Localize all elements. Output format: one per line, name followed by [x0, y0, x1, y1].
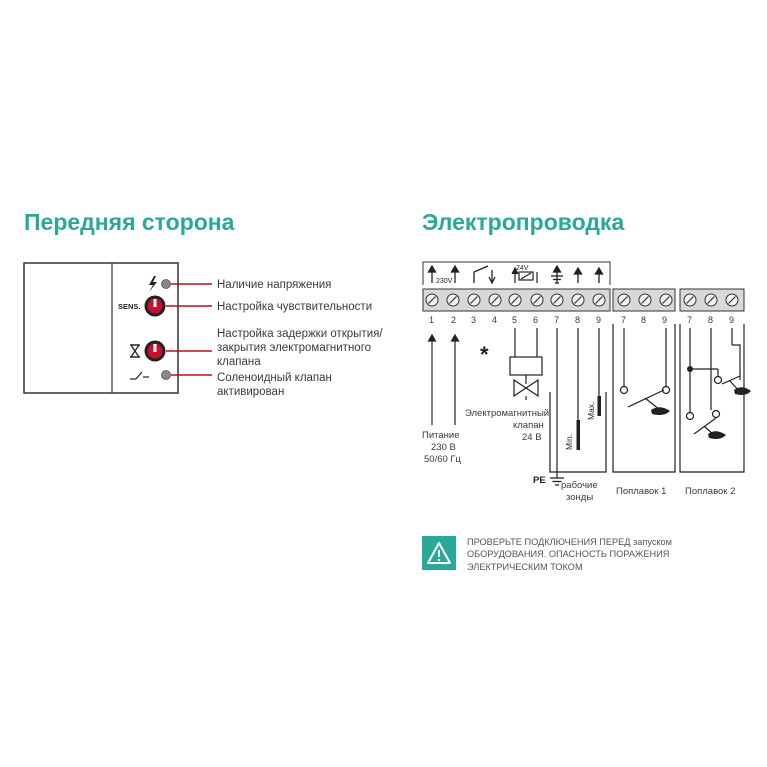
screw-slot: [728, 296, 736, 304]
switch-contact-icon: [130, 371, 149, 380]
label-solenoid-line2: активирован: [217, 386, 284, 398]
warning-triangle-icon: [422, 536, 456, 570]
pe-label: PE: [533, 475, 546, 486]
wiring-title: Электропроводка: [422, 209, 625, 235]
float2-upper-icon: [734, 387, 751, 395]
callout-lines: [166, 283, 212, 376]
valve-label-line1: Электромагнитный: [465, 408, 549, 419]
probe-max-label: Max.: [586, 402, 596, 420]
terminal-number: 8: [708, 315, 713, 325]
terminal-number: 9: [596, 315, 601, 325]
float1-tank: [612, 324, 676, 473]
supply-arrows-icon: [427, 264, 460, 283]
valve-label-line3: 24 В: [522, 432, 542, 443]
screw-slot: [428, 296, 436, 304]
screw-slot: [641, 296, 649, 304]
probe-max: [597, 396, 601, 416]
supply-symbol-label: 230V: [436, 278, 453, 285]
terminal-number: 9: [729, 315, 734, 325]
terminal-number: 1: [429, 315, 434, 325]
float2-lower-icon: [708, 431, 726, 439]
terminal-number: 6: [533, 315, 538, 325]
label-delay-line2: закрытия электромагнитного: [217, 342, 371, 354]
pe-ground-icon: [550, 477, 564, 486]
zones-label-line2: зонды: [566, 492, 593, 503]
screw-slot: [553, 296, 561, 304]
valve-supply-icon: [511, 266, 538, 283]
warning-line: ЭЛЕКТРИЧЕСКИМ ТОКОМ: [467, 561, 583, 572]
float2-tank: [679, 324, 745, 473]
terminal-block-float2: [679, 288, 745, 312]
sens-label: SENS.: [118, 302, 141, 311]
supply-wires: [427, 333, 460, 425]
warning-line: ПРОВЕРЬТЕ ПОДКЛЮЧЕНИЯ ПЕРЕД запуском: [467, 537, 672, 547]
float1-label: Поплавок 1: [616, 486, 666, 497]
sensitivity-knob: [144, 295, 166, 317]
screw-slot: [595, 296, 603, 304]
ground-icon: [551, 264, 563, 284]
asterisk-mark: *: [480, 342, 489, 367]
screw-slot: [707, 296, 715, 304]
power-led: [161, 279, 171, 289]
solenoid-valve-icon: [509, 328, 543, 400]
float1-icon: [651, 407, 670, 415]
screw-slot: [686, 296, 694, 304]
terminal-number: 7: [554, 315, 559, 325]
power-label-line2: 230 В: [431, 442, 456, 453]
lightning-icon: [149, 276, 157, 292]
valve-symbol-label: 24V: [516, 265, 529, 272]
probe-arrows-icon: [573, 266, 604, 283]
screw-slot: [470, 296, 478, 304]
front-side-title: Передняя сторона: [24, 209, 235, 235]
terminal-number: 7: [687, 315, 692, 325]
terminal-block-float1: [612, 288, 676, 312]
label-solenoid-line1: Соленоидный клапан: [217, 372, 332, 384]
zones-label-line1: рабочие: [561, 480, 598, 491]
label-delay-line1: Настройка задержки открытия/: [217, 328, 383, 340]
screw-slot: [574, 296, 582, 304]
symbol-frame: [422, 261, 611, 285]
screw-slot: [449, 296, 457, 304]
terminal-number: 8: [641, 315, 646, 325]
screw-slot: [662, 296, 670, 304]
label-sensitivity: Настройка чувствительности: [217, 301, 372, 313]
terminal-number: 9: [662, 315, 667, 325]
delay-knob: [144, 340, 166, 362]
probe-min-label: Min.: [564, 434, 574, 450]
screw-slot: [491, 296, 499, 304]
warning-line: ОБОРУДОВАНИЯ. ОПАСНОСТЬ ПОРАЖЕНИЯ: [467, 549, 670, 560]
valve-label-line2: клапан: [513, 420, 544, 431]
relay-contact-icon: [473, 265, 496, 285]
junction-dot: [687, 366, 693, 372]
terminal-block-main: [422, 288, 611, 312]
valve-led: [161, 370, 171, 380]
screw-slot: [620, 296, 628, 304]
terminal-number: 3: [471, 315, 476, 325]
power-label-line3: 50/60 Гц: [424, 454, 462, 465]
device-front-panel: [23, 262, 179, 394]
terminal-number: 7: [621, 315, 626, 325]
label-delay-line3: клапана: [217, 356, 261, 368]
screw-slot: [533, 296, 541, 304]
float2-label: Поплавок 2: [685, 486, 735, 497]
terminal-number: 8: [575, 315, 580, 325]
warning-text: ПРОВЕРЬТЕ ПОДКЛЮЧЕНИЯ ПЕРЕД запуском ОБО…: [467, 536, 707, 573]
terminal-number: 5: [512, 315, 517, 325]
label-voltage-present: Наличие напряжения: [217, 279, 331, 291]
terminal-number: 2: [451, 315, 456, 325]
terminal-number: 4: [492, 315, 497, 325]
hourglass-icon: [129, 344, 141, 358]
screw-slot: [511, 296, 519, 304]
probe-min: [576, 420, 580, 450]
power-label-line1: Питание: [422, 430, 460, 441]
terminal-numbers: 1 2 3 4 5 6 7 8 9 7 8 9 7 8 9: [429, 315, 734, 325]
